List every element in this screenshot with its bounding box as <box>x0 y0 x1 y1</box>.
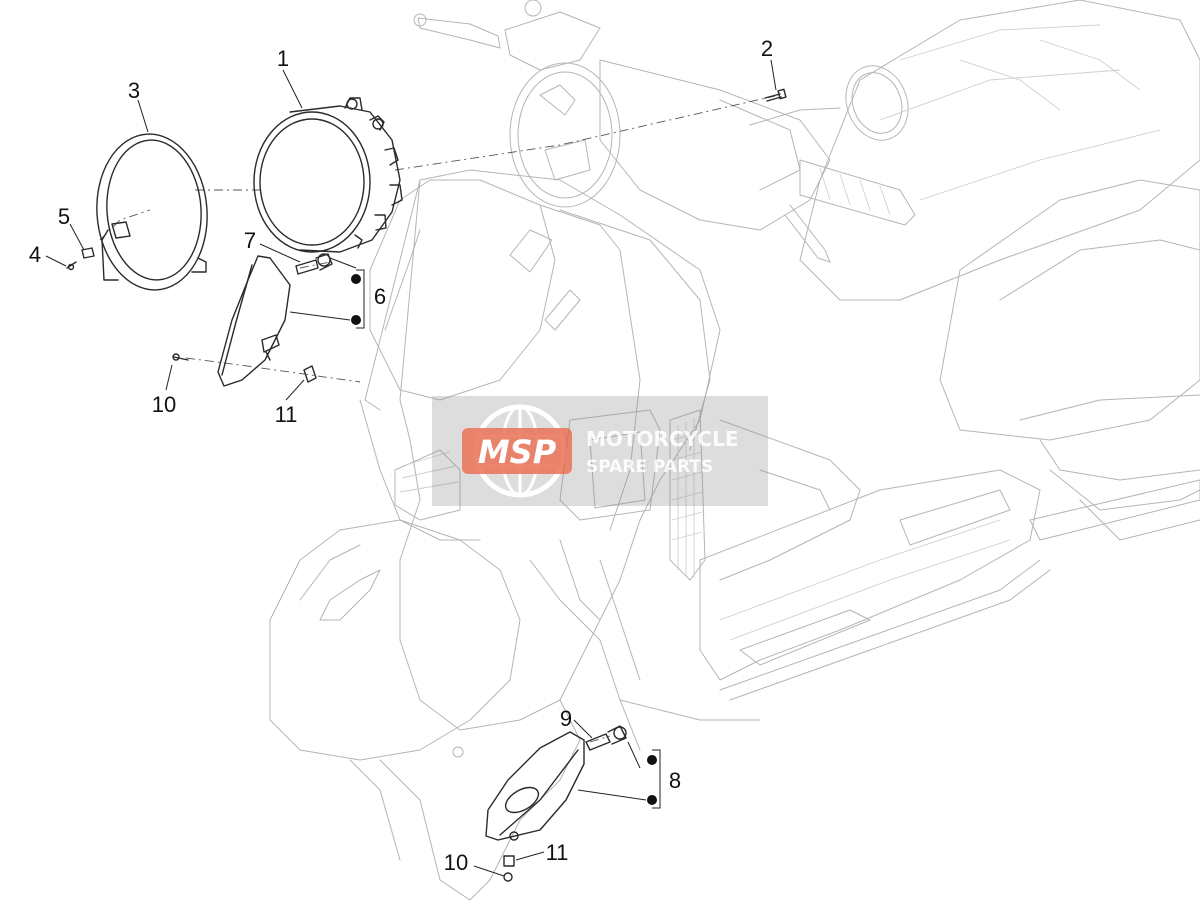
watermark-logo-badge <box>462 428 572 474</box>
leader-lines <box>45 59 777 877</box>
marker-dots-8 <box>647 755 657 805</box>
assembly-lines <box>99 95 776 743</box>
bulb-part-9[interactable] <box>585 725 627 751</box>
callout-9: 9 <box>560 706 572 731</box>
callout-1: 1 <box>277 46 289 71</box>
nut-part-11-upper[interactable] <box>303 365 317 383</box>
callout-11-lower: 11 <box>546 840 569 865</box>
watermark-logo: MSP <box>478 433 557 471</box>
callout-4: 4 <box>29 242 41 267</box>
scooter-body-outline <box>269 0 1200 901</box>
headlamp-part-1[interactable] <box>253 97 403 253</box>
watermark-line1: MOTORCYCLE <box>586 427 738 451</box>
callout-11-upper: 11 <box>275 402 298 427</box>
screw-part-4[interactable] <box>66 261 77 271</box>
callout-3: 3 <box>128 78 140 103</box>
nut-part-11-lower[interactable] <box>503 855 515 867</box>
screw-part-10-lower[interactable] <box>503 872 513 882</box>
callout-2: 2 <box>761 36 773 61</box>
clip-part-5[interactable] <box>81 247 95 259</box>
callout-6: 6 <box>374 284 386 309</box>
callout-7: 7 <box>244 228 256 253</box>
watermark: MSP MOTORCYCLE SPARE PARTS <box>432 396 768 506</box>
rear-turn-signal-part-8[interactable] <box>485 731 585 841</box>
watermark-line2: SPARE PARTS <box>586 457 713 477</box>
bulb-part-7[interactable] <box>295 253 357 275</box>
callout-10-upper: 10 <box>152 392 176 417</box>
callout-numbers: 1 2 3 4 5 6 7 8 9 10 10 11 11 <box>29 36 773 875</box>
callout-8: 8 <box>669 768 681 793</box>
marker-dots-6 <box>351 274 361 325</box>
callout-10-lower: 10 <box>444 850 468 875</box>
screw-part-10-upper[interactable] <box>172 353 189 361</box>
callout-5: 5 <box>58 204 70 229</box>
screw-part-2[interactable] <box>764 88 787 102</box>
headlamp-rim-part-3[interactable] <box>92 130 213 293</box>
front-turn-signal-part-6[interactable] <box>217 255 291 387</box>
